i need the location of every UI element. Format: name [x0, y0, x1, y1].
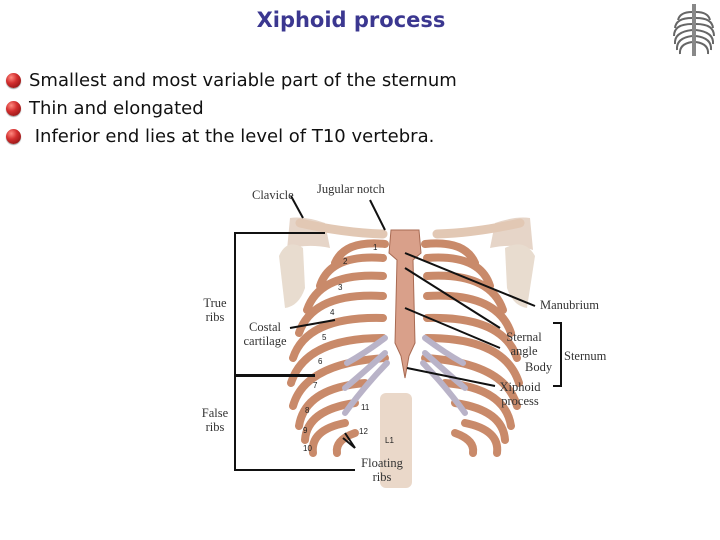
bullet-icon — [6, 72, 21, 88]
lumbar-spine — [380, 393, 412, 488]
label-clavicle: Clavicle — [252, 188, 294, 202]
humerus-left — [279, 244, 305, 308]
bullet-icon — [6, 128, 21, 144]
bullet-text: Thin and elongated — [29, 97, 204, 119]
label-floating-ribs: Floating ribs — [361, 456, 403, 485]
clavicle-left — [295, 218, 388, 239]
rib-number-group: 1 2 3 4 5 6 7 8 9 10 11 12 L1 — [303, 243, 394, 453]
rib-number: 9 — [303, 426, 308, 435]
label-body: Body — [525, 360, 553, 374]
bullet-list: Smallest and most variable part of the s… — [6, 66, 457, 150]
label-xiphoid-process: Xiphoid process — [499, 380, 541, 409]
bullet-text: Smallest and most variable part of the s… — [29, 69, 457, 91]
ribcage-figure: 1 2 3 4 5 6 7 8 9 10 11 12 L1 Clavicle J… — [195, 178, 625, 498]
rib-number: 3 — [338, 283, 343, 292]
bullet-icon — [6, 100, 21, 116]
label-manubrium: Manubrium — [540, 298, 600, 312]
rib-number: 1 — [373, 243, 378, 252]
rib-number: 6 — [318, 357, 323, 366]
costal-cartilages — [342, 335, 468, 416]
rib-number: 7 — [313, 381, 318, 390]
rib-number: 2 — [343, 257, 348, 266]
label-jugular-notch: Jugular notch — [317, 182, 385, 196]
label-false-ribs: False ribs — [201, 406, 229, 435]
rib-number: 10 — [303, 444, 312, 453]
slide-title: Xiphoid process — [256, 8, 446, 32]
ribcage-thumbnail-icon — [673, 4, 715, 56]
rib-number: 11 — [361, 403, 370, 412]
label-sternum: Sternum — [564, 349, 607, 363]
label-costal-cartilage: Costal cartilage — [243, 320, 287, 349]
rib-brackets — [234, 232, 562, 471]
bullet-item: Smallest and most variable part of the s… — [6, 66, 457, 94]
rib-number: 12 — [359, 427, 368, 436]
bullet-item: Thin and elongated — [6, 94, 457, 122]
rib-number: 5 — [322, 333, 327, 342]
label-true-ribs: True ribs — [203, 296, 227, 325]
leader-lines — [289, 195, 536, 449]
ribcage-illustration: 1 2 3 4 5 6 7 8 9 10 11 12 L1 — [234, 195, 562, 488]
humerus-right — [505, 244, 535, 308]
label-sternal-angle: Sternal angle — [506, 330, 542, 359]
bullet-text: Inferior end lies at the level of T10 ve… — [29, 125, 435, 147]
clavicle-right — [432, 218, 525, 239]
vertebra-label: L1 — [385, 436, 394, 445]
bullet-item: Inferior end lies at the level of T10 ve… — [6, 122, 457, 150]
rib-number: 4 — [330, 308, 335, 317]
rib-number: 8 — [305, 406, 310, 415]
sternum — [388, 229, 422, 379]
